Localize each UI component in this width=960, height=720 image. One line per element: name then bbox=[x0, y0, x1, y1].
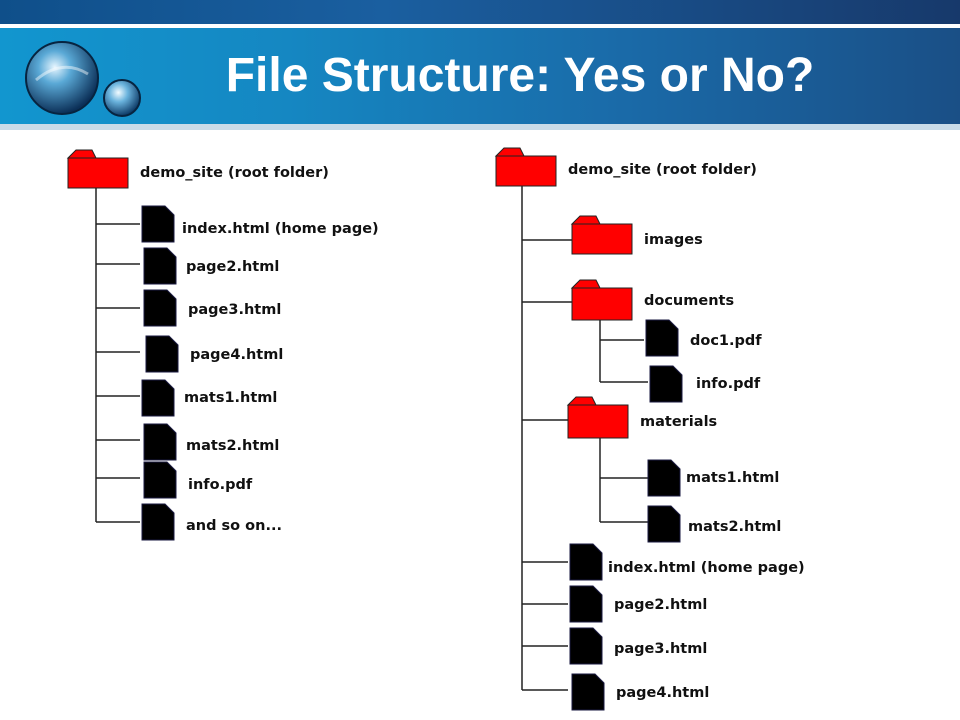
document-icon bbox=[645, 319, 679, 357]
right-root-file-label: page4.html bbox=[616, 685, 710, 701]
documents-file-label: doc1.pdf bbox=[690, 333, 762, 349]
document-icon bbox=[143, 423, 177, 461]
folder-icon bbox=[66, 149, 129, 189]
left-file-label: and so on... bbox=[186, 518, 282, 534]
images-folder-label: images bbox=[644, 232, 703, 248]
right-root-folder-label: demo_site (root folder) bbox=[568, 162, 757, 178]
folder-icon bbox=[570, 279, 633, 321]
left-file-label: page4.html bbox=[190, 347, 284, 363]
left-file-label: info.pdf bbox=[188, 477, 253, 493]
document-icon bbox=[143, 247, 177, 285]
left-file-label: mats1.html bbox=[184, 390, 278, 406]
documents-folder-label: documents bbox=[644, 293, 735, 309]
materials-file-label: mats1.html bbox=[686, 470, 780, 486]
document-icon bbox=[569, 627, 603, 665]
materials-folder-label: materials bbox=[640, 414, 718, 430]
document-icon bbox=[143, 289, 177, 327]
header-title-band bbox=[0, 28, 960, 130]
document-icon bbox=[647, 459, 681, 497]
globe-logo-icon bbox=[25, 41, 141, 117]
right-root-file-label: page2.html bbox=[614, 597, 708, 613]
left-root-folder-label: demo_site (root folder) bbox=[140, 165, 329, 181]
document-icon bbox=[141, 205, 175, 243]
folder-icon bbox=[494, 147, 557, 187]
left-file-label: page2.html bbox=[186, 259, 280, 275]
document-icon bbox=[649, 365, 683, 403]
left-diagram-panel bbox=[48, 134, 468, 690]
materials-file-label: mats2.html bbox=[688, 519, 782, 535]
document-icon bbox=[571, 673, 605, 711]
page-title: File Structure: Yes or No? bbox=[225, 49, 815, 102]
left-file-label: index.html (home page) bbox=[182, 221, 379, 237]
header-top-band bbox=[0, 0, 960, 24]
right-root-file-label: page3.html bbox=[614, 641, 708, 657]
document-icon bbox=[569, 543, 603, 581]
document-icon bbox=[569, 585, 603, 623]
folder-icon bbox=[570, 215, 633, 255]
document-icon bbox=[143, 461, 177, 499]
document-icon bbox=[141, 503, 175, 541]
documents-file-label: info.pdf bbox=[696, 376, 761, 392]
document-icon bbox=[647, 505, 681, 543]
folder-icon bbox=[566, 396, 629, 439]
right-diagram-panel bbox=[478, 134, 832, 712]
document-icon bbox=[145, 335, 179, 373]
left-file-label: page3.html bbox=[188, 302, 282, 318]
right-root-file-label: index.html (home page) bbox=[608, 560, 805, 576]
left-file-label: mats2.html bbox=[186, 438, 280, 454]
document-icon bbox=[141, 379, 175, 417]
